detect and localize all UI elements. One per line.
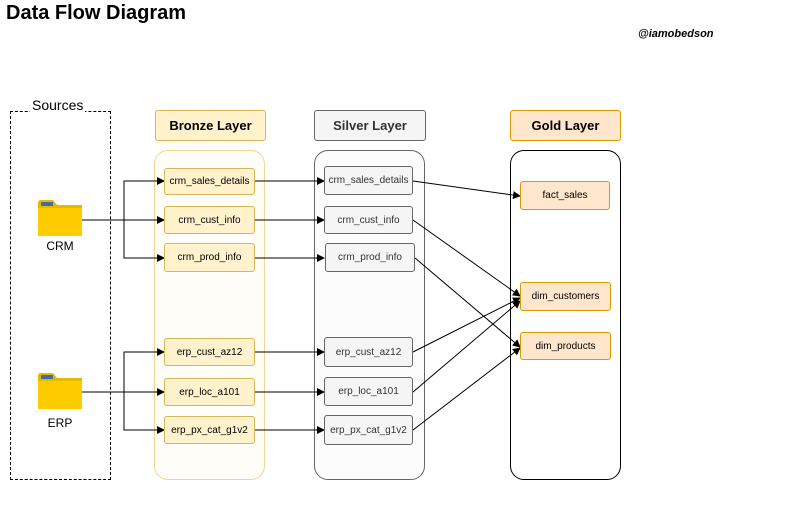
flow-arrow bbox=[412, 180, 521, 199]
flow-arrow bbox=[414, 257, 521, 348]
author-handle: @iamobedson bbox=[638, 28, 714, 40]
flow-arrow bbox=[123, 220, 165, 262]
bronze-node-crm-cust-info: crm_cust_info bbox=[164, 206, 255, 234]
bronze-node-crm-prod-info: crm_prod_info bbox=[164, 243, 255, 272]
bronze-node-erp-loc-a101: erp_loc_a101 bbox=[164, 378, 255, 406]
bronze-node-crm-sales-details: crm_sales_details bbox=[164, 168, 255, 195]
bronze-layer-header: Bronze Layer bbox=[155, 110, 266, 141]
silver-node-erp-px-cat-g1v2: erp_px_cat_g1v2 bbox=[324, 415, 413, 445]
silver-node-crm-sales-details: crm_sales_details bbox=[324, 166, 413, 195]
gold-layer-header: Gold Layer bbox=[510, 110, 621, 141]
crm-label: CRM bbox=[46, 239, 74, 253]
gold-node-dim-products: dim_products bbox=[520, 332, 611, 360]
gold-node-dim-customers: dim_customers bbox=[520, 282, 611, 311]
silver-node-erp-loc-a101: erp_loc_a101 bbox=[324, 377, 413, 406]
gold-node-fact-sales: fact_sales bbox=[520, 181, 610, 210]
flow-arrow bbox=[412, 347, 521, 431]
bronze-node-erp-px-cat-g1v2: erp_px_cat_g1v2 bbox=[164, 416, 255, 444]
flow-arrow bbox=[82, 348, 165, 393]
crm-folder-icon bbox=[38, 200, 82, 236]
silver-node-crm-prod-info: crm_prod_info bbox=[325, 243, 415, 272]
silver-node-crm-cust-info: crm_cust_info bbox=[324, 206, 413, 234]
silver-node-erp-cust-az12: erp_cust_az12 bbox=[324, 337, 413, 367]
page-title: Data Flow Diagram bbox=[6, 2, 187, 24]
bronze-node-erp-cust-az12: erp_cust_az12 bbox=[164, 338, 255, 366]
flow-arrow bbox=[412, 297, 521, 353]
flow-arrow bbox=[123, 392, 165, 434]
flow-arrow bbox=[412, 300, 521, 393]
erp-label: ERP bbox=[47, 416, 73, 430]
flow-arrow bbox=[412, 219, 521, 297]
sources-label: Sources bbox=[30, 97, 86, 113]
silver-layer-header: Silver Layer bbox=[314, 110, 426, 141]
erp-folder-icon bbox=[38, 373, 82, 409]
flow-arrow bbox=[82, 177, 165, 221]
